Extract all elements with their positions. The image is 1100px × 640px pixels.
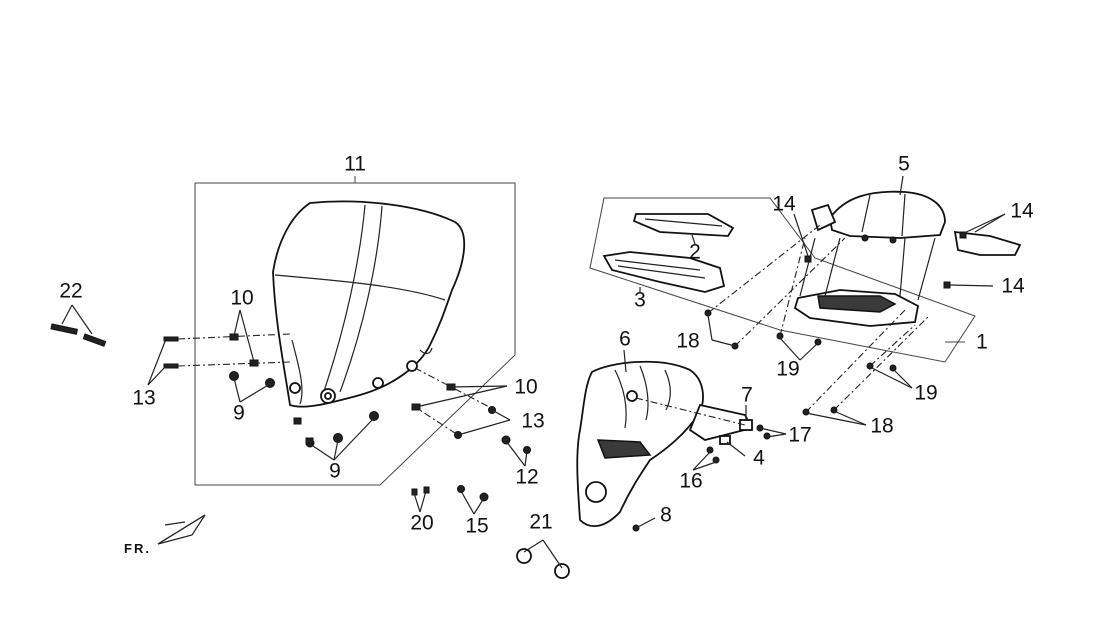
meter-panel-group-frame xyxy=(589,197,976,363)
callout-19-right: 19 xyxy=(914,382,937,405)
callout-10-right: 10 xyxy=(514,376,537,399)
callout-leaders xyxy=(61,175,1006,569)
callout-12: 12 xyxy=(515,466,538,489)
callout-8: 8 xyxy=(660,504,672,527)
callout-7: 7 xyxy=(741,384,753,407)
callout-13-right: 13 xyxy=(521,410,544,433)
callout-1: 1 xyxy=(976,331,988,354)
front-cover xyxy=(576,360,754,527)
callout-labels: 1 2 3 4 5 6 7 8 9 9 10 10 11 12 13 13 14… xyxy=(59,153,1034,538)
callout-17: 17 xyxy=(788,424,811,447)
callout-14-right: 14 xyxy=(1001,275,1025,298)
callout-2: 2 xyxy=(689,241,701,264)
front-direction-label: FR. xyxy=(124,541,151,556)
assembly-center-lines xyxy=(177,224,931,436)
callout-10-left: 10 xyxy=(230,287,253,310)
callout-3: 3 xyxy=(634,289,646,312)
callout-15: 15 xyxy=(465,515,488,538)
callout-13-left: 13 xyxy=(132,387,155,410)
callout-16: 16 xyxy=(679,470,702,493)
callout-14-top-left: 14 xyxy=(772,193,796,216)
front-direction-marker: FR. xyxy=(124,514,206,556)
callout-18-left: 18 xyxy=(676,330,699,353)
callout-14-top-right: 14 xyxy=(1010,200,1034,223)
callout-19-left: 19 xyxy=(776,358,799,381)
callout-9-bottom: 9 xyxy=(329,460,341,483)
windshield xyxy=(272,200,466,408)
callout-4: 4 xyxy=(753,447,765,470)
callout-9-left: 9 xyxy=(233,402,245,425)
callout-6: 6 xyxy=(619,328,631,351)
meter-assembly xyxy=(793,237,936,327)
callout-20: 20 xyxy=(410,512,433,535)
meter-base xyxy=(602,251,726,293)
callout-22: 22 xyxy=(59,280,82,303)
callout-21: 21 xyxy=(529,511,552,534)
meter-lens xyxy=(632,213,735,237)
callout-18-right: 18 xyxy=(870,415,893,438)
handle-cover xyxy=(810,190,1022,256)
windshield-group-frame xyxy=(194,176,516,486)
callout-5: 5 xyxy=(898,153,910,176)
callout-11: 11 xyxy=(344,153,366,176)
